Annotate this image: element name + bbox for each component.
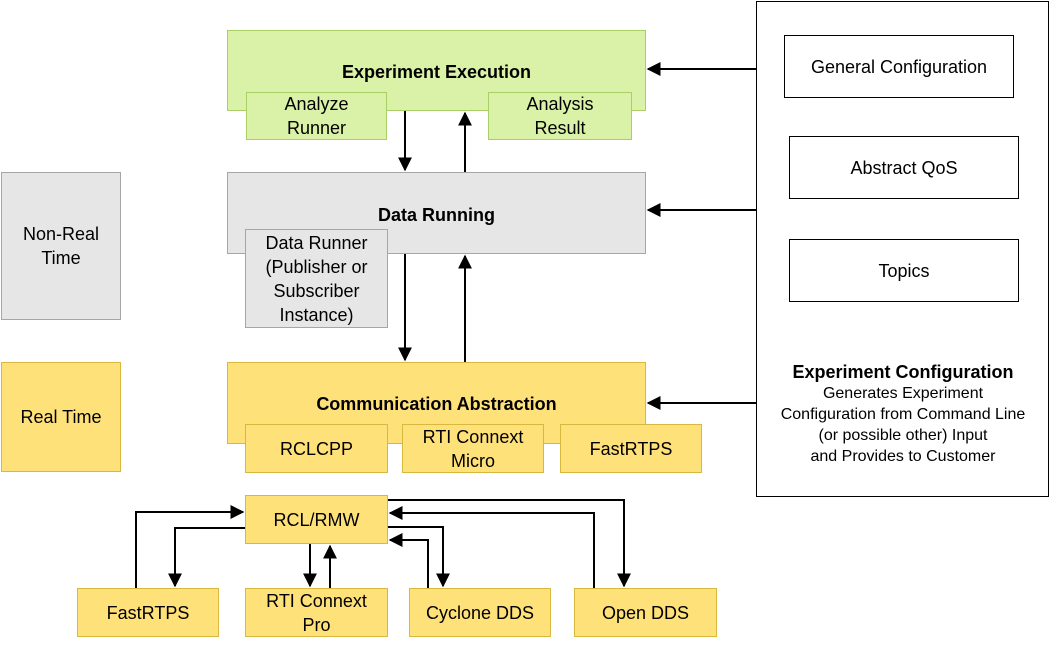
- abstract-qos-box: Abstract QoS: [789, 136, 1019, 199]
- fastrtps-abstraction-box: FastRTPS: [560, 424, 702, 473]
- real-time-label: Real Time: [1, 362, 121, 472]
- general-configuration-box: General Configuration: [784, 35, 1014, 98]
- communication-abstraction-title: Communication Abstraction: [316, 394, 557, 414]
- cyclone-dds-box: Cyclone DDS: [409, 588, 551, 637]
- analyze-runner-box: Analyze Runner: [246, 92, 387, 140]
- topics-box: Topics: [789, 239, 1019, 302]
- arrow-rcl-to-cyclone: [388, 526, 450, 588]
- arrow-rcl-to-fastrtps: [168, 527, 245, 588]
- arrow-cyclone-to-rcl: [388, 533, 429, 588]
- data-running-title: Data Running: [378, 205, 495, 225]
- arrow-opendds-to-rcl: [388, 506, 595, 588]
- experiment-configuration-description: Generates Experiment Configuration from …: [780, 385, 1026, 465]
- experiment-execution-title: Experiment Execution: [341, 62, 532, 82]
- open-dds-box: Open DDS: [574, 588, 717, 637]
- fastrtps-middleware-box: FastRTPS: [77, 588, 219, 637]
- analysis-result-box: Analysis Result: [488, 92, 632, 140]
- experiment-configuration-title: Experiment Configuration: [792, 362, 1014, 382]
- rclcpp-box: RCLCPP: [245, 424, 388, 473]
- non-real-time-label: Non-Real Time: [1, 172, 121, 320]
- arrow-fastrtps-to-rcl: [135, 505, 245, 588]
- rcl-rmw-box: RCL/RMW: [245, 495, 388, 544]
- rti-connext-pro-box: RTI Connext Pro: [245, 588, 388, 637]
- data-runner-box: Data Runner (Publisher or Subscriber Ins…: [245, 229, 388, 328]
- arrow-rcl-to-opendds: [388, 499, 631, 588]
- rti-connext-micro-box: RTI Connext Micro: [402, 424, 544, 473]
